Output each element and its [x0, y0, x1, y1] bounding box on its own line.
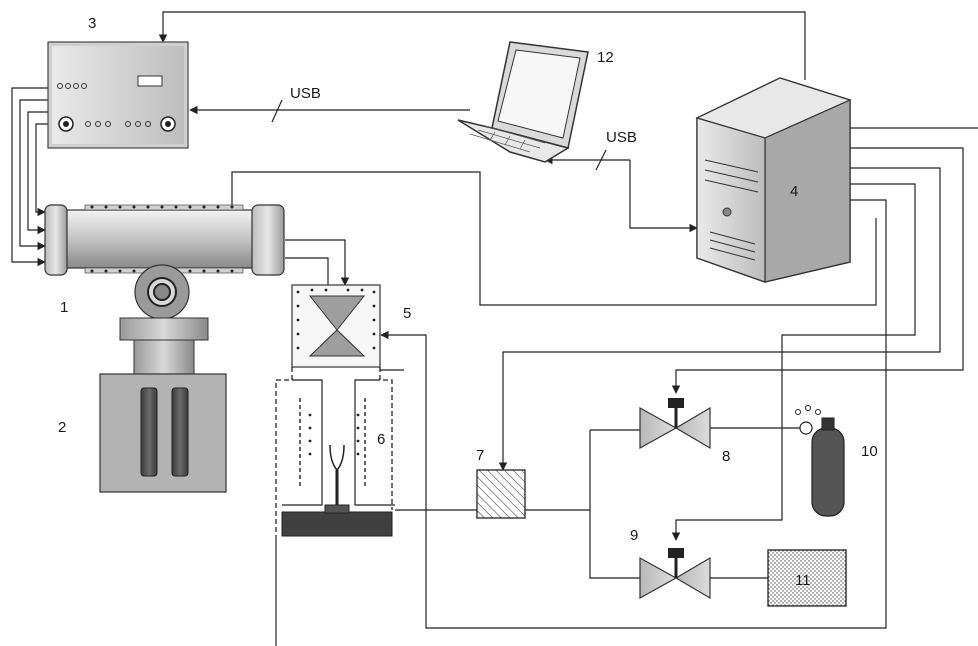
wire-usb-laptop-pc — [629, 160, 698, 233]
labels: 3 12 4 1 2 5 6 7 8 9 10 11 USB USB — [58, 15, 878, 589]
laptop-12 — [457, 41, 589, 163]
gas-cylinder-10 — [795, 405, 845, 517]
connection-wires — [11, 11, 978, 646]
pump-assembly-2 — [99, 317, 227, 493]
label-usb-right: USB — [606, 129, 637, 146]
reservoir-11 — [767, 549, 847, 607]
label-10: 10 — [861, 443, 878, 460]
wire-pc-to-controller — [158, 11, 806, 80]
wire-chamber-valve5 — [285, 239, 350, 286]
label-usb-left: USB — [290, 85, 321, 102]
label-3: 3 — [88, 15, 96, 32]
label-5: 5 — [403, 305, 411, 322]
valve-8 — [639, 398, 711, 450]
wire-chamber-pc — [231, 171, 877, 306]
label-9: 9 — [630, 527, 638, 544]
gate-valve-5 — [291, 284, 381, 368]
flow-controller-7 — [476, 469, 526, 519]
wire-pc-valve8 — [671, 147, 964, 394]
wire-chamber-valve5b — [285, 257, 329, 285]
wire-pc-box7 — [498, 167, 941, 471]
wire-pc-valve5 — [380, 199, 887, 629]
label-2: 2 — [58, 419, 66, 436]
pc-tower-4 — [695, 77, 852, 283]
pipe-split-valve9 — [589, 430, 640, 579]
wire-ctrl-chamber-4 — [35, 123, 48, 217]
usb-slash-right — [595, 149, 607, 171]
label-4: 4 — [790, 183, 798, 200]
label-8: 8 — [722, 448, 730, 465]
wire-ctrl-chamber-2 — [19, 99, 48, 251]
valve-9 — [639, 548, 711, 600]
wire-pc-valve9 — [671, 183, 916, 541]
label-1: 1 — [60, 299, 68, 316]
label-11: 11 — [795, 572, 811, 589]
wire-ctrl-chamber-1 — [11, 87, 48, 267]
label-7: 7 — [476, 447, 484, 464]
usb-slash-left — [271, 99, 283, 123]
wire-ctrl-chamber-3 — [27, 111, 48, 235]
label-12: 12 — [597, 49, 614, 66]
controller-unit-3 — [47, 41, 189, 149]
vacuum-chamber-1 — [44, 204, 285, 320]
label-6: 6 — [377, 431, 385, 448]
sample-cell-6 — [275, 367, 404, 537]
